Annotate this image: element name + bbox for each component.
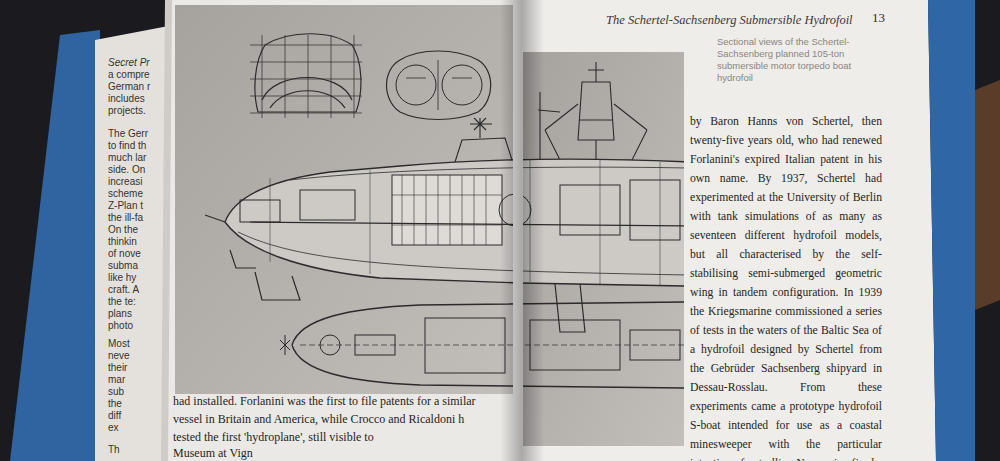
text-fragment: plans — [108, 308, 132, 319]
pressure-hull-circle — [396, 65, 436, 105]
text-fragment: includes — [108, 93, 145, 104]
gutter-shadow — [500, 0, 544, 461]
text-fragment: side. On — [108, 164, 145, 175]
text-fragment: Most — [108, 338, 130, 349]
text-fragment: of nove — [108, 248, 141, 259]
text-fragment: sub — [108, 386, 124, 397]
engine-room-plan — [425, 318, 505, 373]
text-fragment: the te: — [108, 296, 136, 307]
plan-detail — [355, 335, 395, 355]
plan-detail — [630, 330, 680, 360]
body-text-line: Museum at Vign — [173, 446, 253, 460]
tank — [240, 200, 280, 222]
text-fragment: the — [108, 398, 122, 409]
text-fragment: neve — [108, 350, 130, 361]
tank — [630, 180, 680, 240]
text-fragment: projects. — [108, 105, 146, 116]
body-plan-grid — [250, 35, 362, 118]
text-fragment: The Gerr — [108, 128, 148, 139]
propeller — [280, 335, 290, 355]
engine-block — [392, 175, 502, 245]
text-fragment: their — [108, 362, 127, 373]
running-header: The Schertel-Sachsenberg Submersible Hyd… — [606, 13, 853, 28]
foil-frame-section — [545, 62, 647, 160]
text-fragment: subma — [108, 260, 138, 271]
book-cover-left — [10, 30, 100, 461]
body-text-line: had installed. Forlanini was the first t… — [173, 394, 476, 408]
side-view-hull — [225, 159, 688, 286]
body-plan-section — [255, 34, 361, 112]
hull-lines — [238, 167, 688, 275]
body-text-line: tested the first 'hydroplane', still vis… — [173, 430, 374, 444]
page-number: 13 — [872, 10, 885, 26]
hull-cross-section — [387, 51, 491, 120]
plan-view-hull — [292, 302, 688, 388]
text-fragment: increasi — [108, 176, 142, 187]
text-fragment: scheme — [108, 188, 143, 199]
text-fragment: ex — [108, 422, 119, 433]
section-detail — [406, 60, 472, 110]
figure-caption: Sectional views of the Schertel-Sachsenb… — [717, 36, 867, 84]
text-fragment: diff — [108, 410, 121, 421]
propeller-shaft — [250, 222, 688, 226]
plan-detail — [320, 335, 340, 355]
engine-detail — [392, 175, 502, 245]
text-fragment: photo — [108, 320, 133, 331]
body-text: by Baron Hanns von Schertel, then twenty… — [690, 112, 882, 461]
page-edge — [161, 0, 172, 461]
text-fragment: to find th — [108, 140, 146, 151]
text-fragment: a compre — [108, 69, 150, 80]
text-fragment: Th — [108, 444, 120, 455]
tank — [560, 185, 620, 235]
tank — [300, 190, 355, 220]
text-fragment: mar — [108, 374, 125, 385]
text-fragment: Z-Plan t — [108, 200, 143, 211]
text-fragment: much lar — [108, 152, 146, 163]
text-fragment: On the — [108, 224, 138, 235]
hydrofoil-drawing — [205, 34, 688, 388]
text-fragment: German r — [108, 81, 150, 92]
text-fragment: thinkin — [108, 236, 137, 247]
text-fragment: craft. A — [108, 284, 139, 295]
body-text-line: vessel in Britain and America, while Cro… — [173, 412, 464, 426]
text-fragment: Secret Pr — [108, 57, 150, 68]
text-fragment: like hy — [108, 272, 136, 283]
frame-lines — [270, 160, 660, 286]
text-fragment: the ill-fa — [108, 212, 143, 223]
wooden-surface — [975, 80, 1000, 310]
book-cover-right — [928, 0, 975, 461]
pressure-hull-circle — [442, 65, 482, 105]
